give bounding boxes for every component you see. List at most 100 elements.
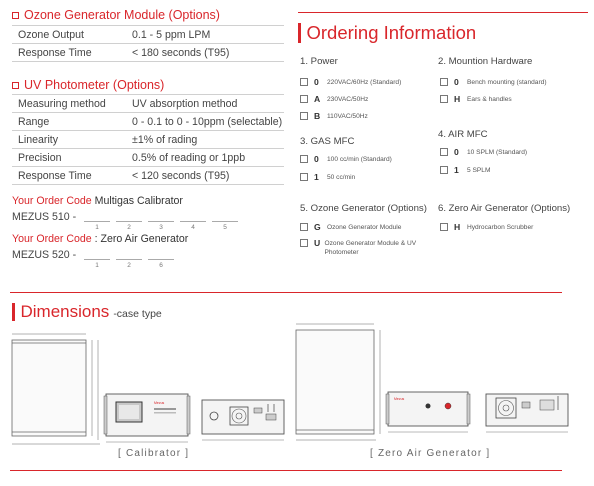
order-code-1-label: Your Order Code Multigas Calibrator [12, 195, 183, 207]
option-code: H [454, 94, 461, 104]
spec-value: < 180 seconds (T95) [132, 46, 230, 59]
power-option-b[interactable]: B 110VAC/50Hz [300, 112, 368, 121]
code-slot [84, 221, 110, 222]
ozone-gen-heading: 5. Ozone Generator (Options) [300, 203, 427, 214]
ozone-gen-option-u[interactable]: U Ozone Generator Module & UV Photometer [300, 239, 420, 257]
checkbox[interactable] [300, 155, 308, 163]
spec-value: 0.5% of reading or 1ppb [132, 151, 246, 164]
accent-bar [12, 303, 15, 321]
table-row: Measuring method UV absorption method [12, 95, 284, 113]
code-slot [116, 259, 142, 260]
gas-mfc-option-0[interactable]: 0 100 cc/min (Standard) [300, 155, 392, 164]
zero-air-heading: 6. Zero Air Generator (Options) [438, 203, 571, 214]
option-code: H [454, 222, 461, 232]
ordering-divider [298, 12, 588, 13]
order-code-1-model: MEZUS 510 - [12, 211, 77, 223]
option-code: 0 [454, 147, 459, 157]
mount-option-0[interactable]: 0 Bench mounting (standard) [440, 78, 547, 87]
option-desc: Ears & handles [467, 96, 512, 103]
mount-option-h[interactable]: H Ears & handles [440, 95, 512, 104]
checkbox[interactable] [440, 148, 448, 156]
square-bullet-icon [12, 81, 19, 89]
code-slot [148, 221, 174, 222]
code-slot [84, 259, 110, 260]
ozone-gen-option-g[interactable]: G Ozone Generator Module [300, 223, 401, 232]
dimensions-heading: Dimensions -case type [12, 302, 162, 322]
option-code: 0 [314, 154, 319, 164]
checkbox[interactable] [440, 166, 448, 174]
order-code-product: Multigas Calibrator [91, 195, 183, 207]
option-code: 1 [314, 172, 319, 182]
table-row: Response Time < 120 seconds (T95) [12, 167, 284, 185]
mount-heading: 2. Mountion Hardware [438, 56, 533, 67]
table-row: Range 0 - 0.1 to 0 - 10ppm (selectable) [12, 113, 284, 131]
spec-value: 0.1 - 5 ppm LPM [132, 28, 211, 41]
option-code: 0 [454, 77, 459, 87]
dimensions-subtitle: -case type [113, 308, 162, 320]
ozone-module-heading: Ozone Generator Module (Options) [12, 8, 220, 22]
zero-air-front-view: Mezus [385, 391, 471, 433]
checkbox[interactable] [300, 78, 308, 86]
option-desc: 110VAC/50Hz [327, 113, 368, 120]
gas-mfc-option-1[interactable]: 1 50 cc/min [300, 173, 355, 182]
power-heading: 1. Power [300, 56, 338, 67]
gas-mfc-heading: 3. GAS MFC [300, 136, 355, 147]
checkbox[interactable] [440, 223, 448, 231]
checkbox[interactable] [440, 78, 448, 86]
bottom-divider [10, 470, 562, 471]
option-desc: Bench mounting (standard) [467, 79, 547, 86]
table-row: Response Time < 180 seconds (T95) [12, 44, 284, 62]
zero-air-option-h[interactable]: H Hydrocarbon Scrubber [440, 223, 533, 232]
checkbox[interactable] [300, 95, 308, 103]
order-code-label: Your Order Code [12, 233, 92, 245]
spec-key: Precision [18, 151, 62, 164]
option-code: B [314, 111, 321, 121]
dimensions-top-divider [10, 292, 562, 293]
order-code-2-model: MEZUS 520 - [12, 249, 77, 261]
dimensions-title: Dimensions [20, 302, 110, 321]
ozone-module-title: Ozone Generator Module (Options) [24, 8, 220, 22]
slot-number: 4 [191, 224, 195, 231]
option-code: A [314, 94, 321, 104]
checkbox[interactable] [300, 173, 308, 181]
uv-spec-table: Measuring method UV absorption method Ra… [12, 94, 284, 185]
slot-number: 2 [127, 262, 131, 269]
air-mfc-heading: 4. AIR MFC [438, 129, 488, 140]
slot-number: 1 [95, 262, 99, 269]
option-desc: 100 cc/min (Standard) [327, 156, 392, 163]
checkbox[interactable] [440, 95, 448, 103]
checkbox[interactable] [300, 112, 308, 120]
slot-number: 6 [159, 262, 163, 269]
code-slot [148, 259, 174, 260]
checkbox[interactable] [300, 223, 308, 231]
option-code: 1 [454, 165, 459, 175]
air-mfc-option-1[interactable]: 1 5 SPLM [440, 166, 490, 175]
option-desc: 5 SPLM [467, 167, 491, 174]
order-code-product: : Zero Air Generator [91, 233, 189, 245]
spec-value: < 120 seconds (T95) [132, 169, 230, 182]
code-slot [116, 221, 142, 222]
zero-air-side-view [295, 323, 381, 441]
spec-key: Ozone Output [18, 28, 84, 41]
power-option-a[interactable]: A 230VAC/50Hz [300, 95, 368, 104]
option-desc: 10 SPLM (Standard) [467, 149, 528, 156]
code-slot [180, 221, 206, 222]
table-row: Linearity ±1% of rading [12, 131, 284, 149]
option-code: G [314, 222, 321, 232]
option-code: 0 [314, 77, 319, 87]
table-row: Precision 0.5% of reading or 1ppb [12, 149, 284, 167]
zero-air-caption: [ Zero Air Generator ] [370, 448, 491, 459]
accent-bar [298, 23, 301, 43]
checkbox[interactable] [300, 239, 308, 247]
uv-photometer-heading: UV Photometer (Options) [12, 78, 164, 92]
spec-value: ±1% of rading [132, 133, 198, 146]
calibrator-front-view: Mezus [103, 393, 191, 443]
brand-logo: Mezus [154, 401, 165, 405]
power-option-0[interactable]: 0 220VAC/60Hz (Standard) [300, 78, 401, 87]
slot-number: 2 [127, 224, 131, 231]
option-desc: Ozone Generator Module [327, 224, 402, 231]
order-code-label: Your Order Code [12, 195, 92, 207]
air-mfc-option-0[interactable]: 0 10 SPLM (Standard) [440, 148, 527, 157]
option-code: U [314, 238, 321, 248]
spec-key: Linearity [18, 133, 59, 146]
